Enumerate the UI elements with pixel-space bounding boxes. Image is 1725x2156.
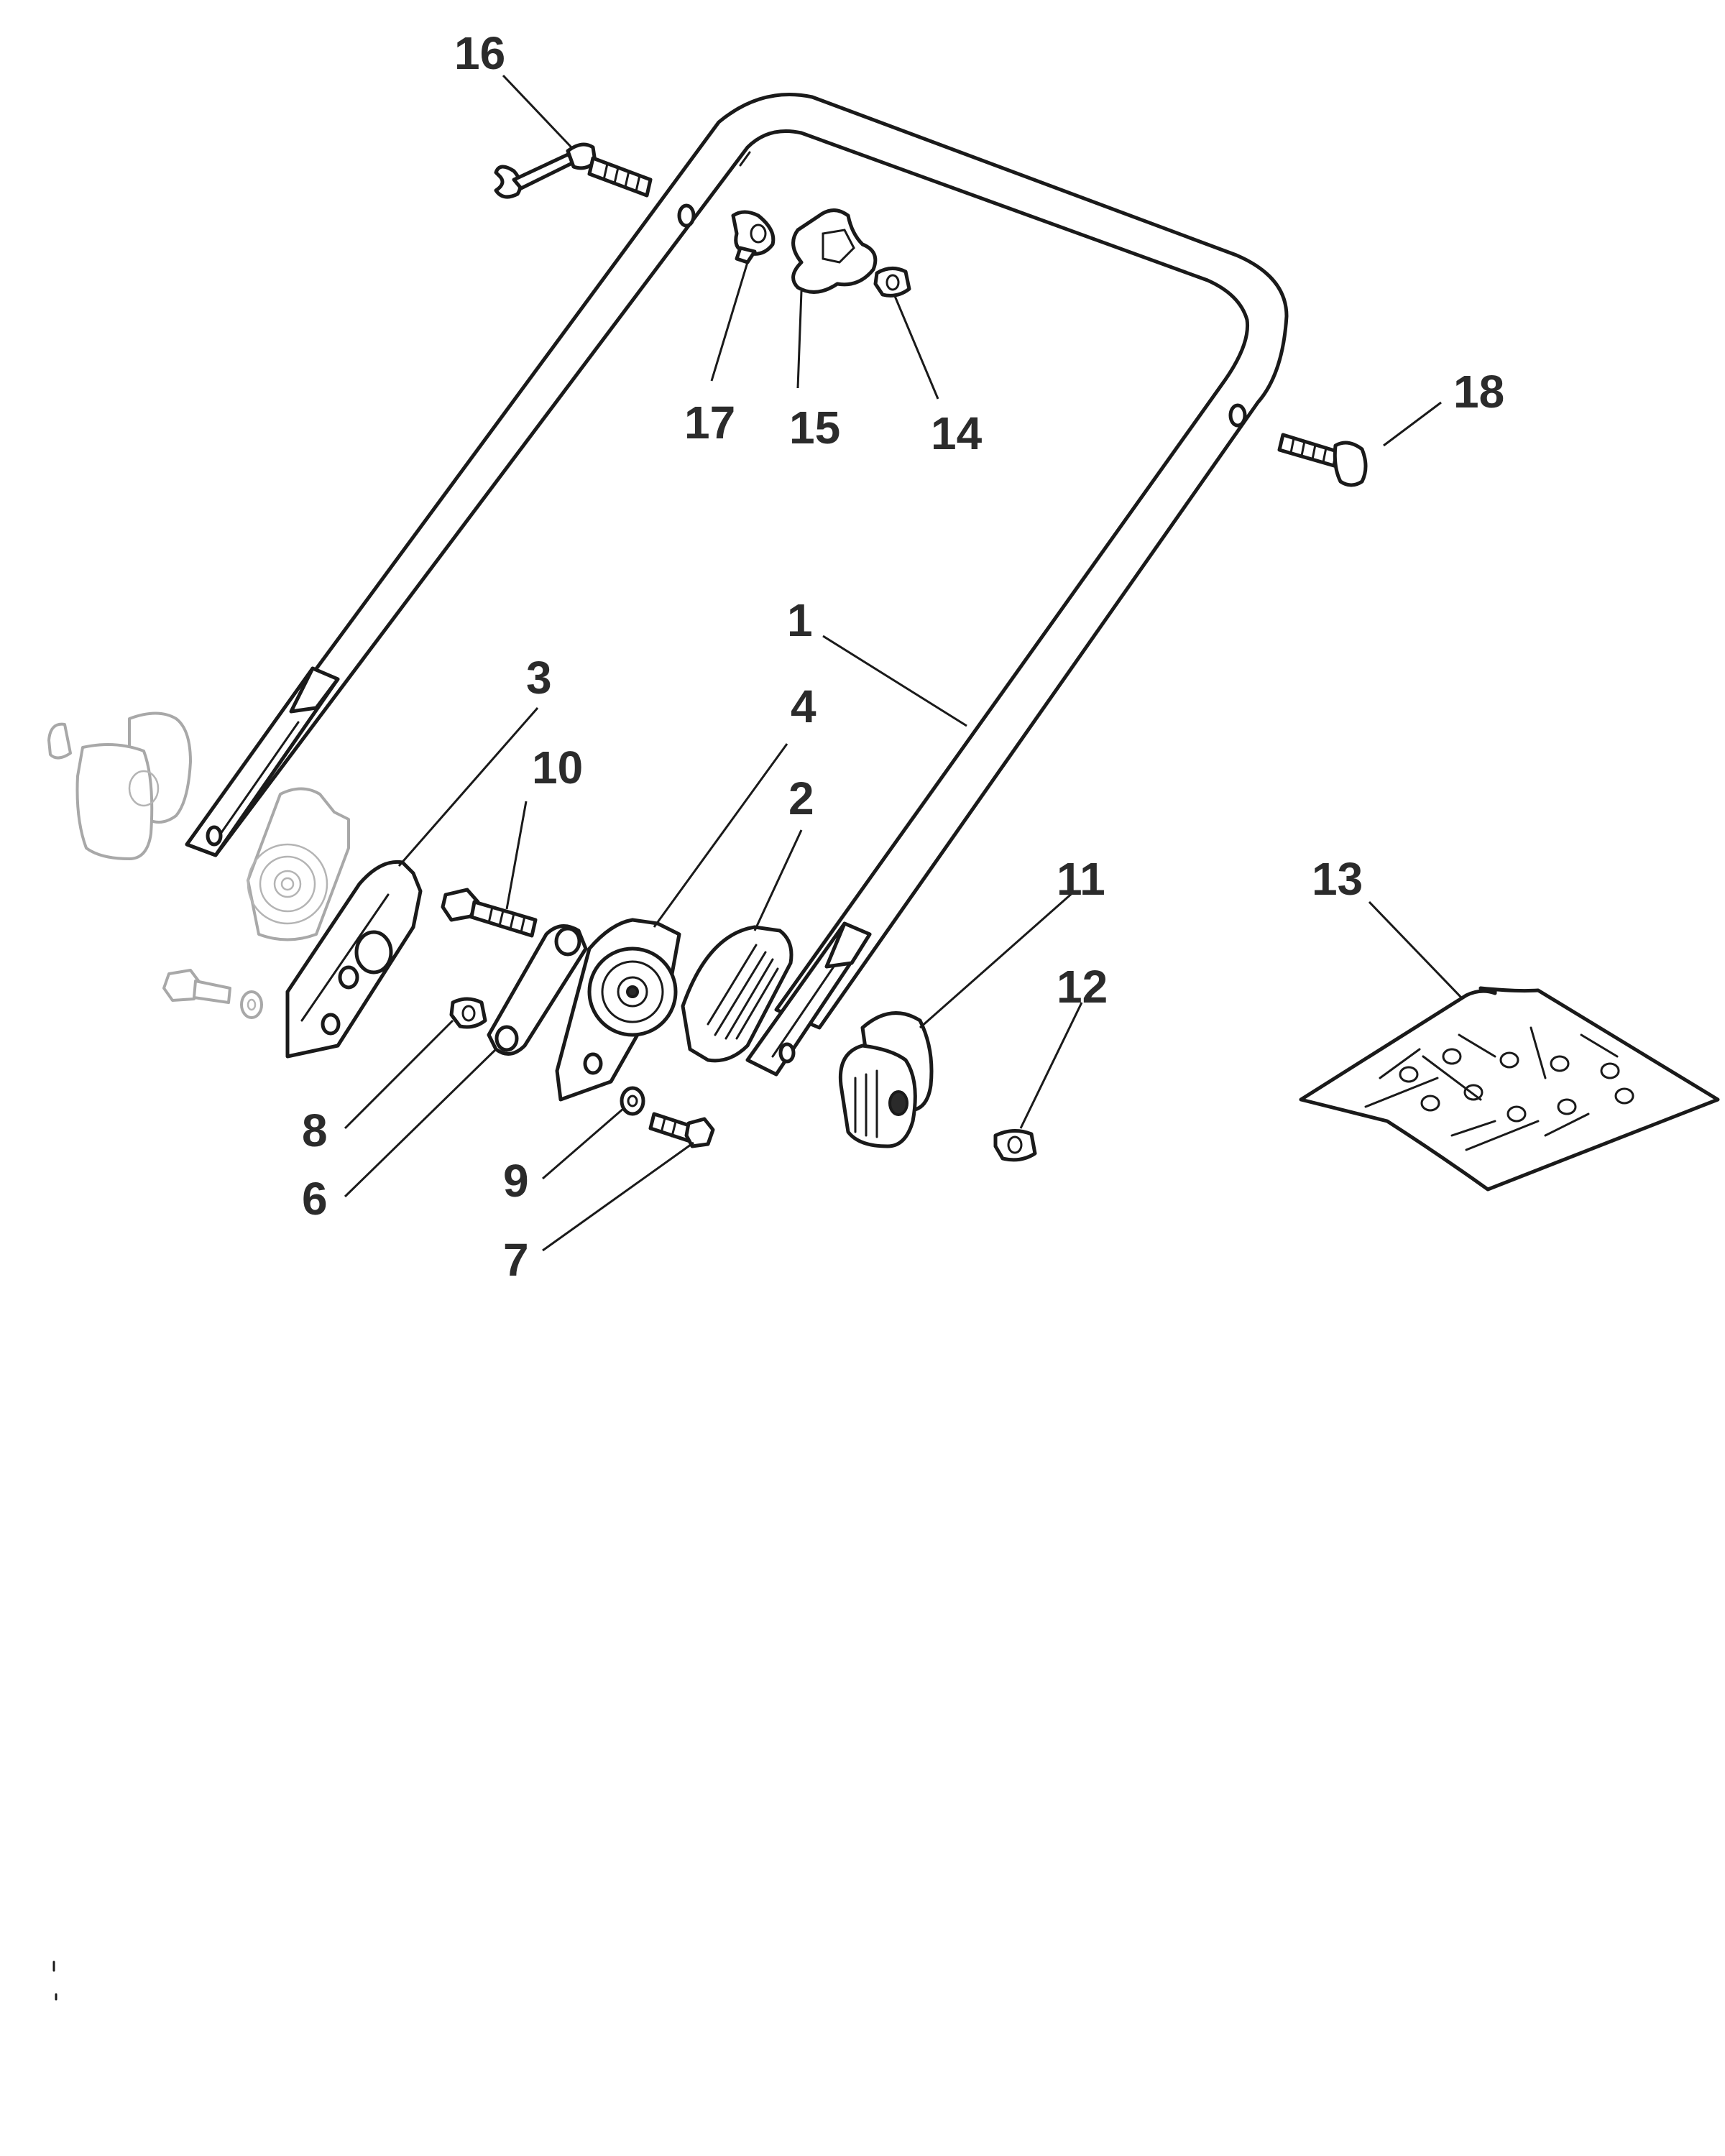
leader-9 [542,1107,625,1180]
callout-16: 16 [454,27,505,79]
part-12-nut [993,1129,1037,1162]
handle-tube [185,93,1289,1030]
leader-6 [344,1048,497,1198]
callout-8: 8 [302,1105,328,1156]
callout-1: 1 [787,594,813,646]
part-9-washer [620,1086,645,1116]
leader-4 [653,743,788,928]
leader-17 [710,262,749,382]
leader-13 [1368,900,1464,1000]
callout-2: 2 [788,773,814,824]
leader-lines [344,74,1464,1252]
part-11-knob [838,1011,934,1148]
callout-12: 12 [1057,961,1108,1013]
part-16-pin-bolt [494,142,653,199]
leader-3 [397,707,539,867]
leader-15 [796,290,803,389]
part-6-link-arm [487,924,588,1056]
part-15-star-knob [791,208,878,294]
leader-1 [822,635,967,727]
margin-marks [52,1961,58,2001]
callout-labels: 16 17 15 14 18 1 3 10 4 2 11 12 13 8 6 9… [302,27,1504,1286]
part-7-bolt [648,1112,715,1148]
part-3-ratchet-plate [285,860,423,1059]
callout-18: 18 [1453,366,1504,418]
part-2-grip-pad [681,925,794,1063]
callout-15: 15 [789,402,840,453]
handle-right-end [745,921,872,1077]
part-10-bolt [441,888,538,938]
leader-2 [753,829,803,931]
part-13-hardware-bag [1299,986,1720,1192]
callout-17: 17 [684,397,735,448]
callout-14: 14 [931,407,983,459]
leader-18 [1383,401,1442,447]
part-8-nut [449,997,487,1029]
leader-11 [919,890,1075,1029]
callout-9: 9 [503,1155,529,1207]
leader-16 [502,74,573,149]
leader-14 [893,295,939,400]
callout-13: 13 [1312,853,1363,905]
ghost-knob-assembly [47,711,192,860]
callout-11: 11 [1057,853,1105,905]
callout-3: 3 [526,652,552,704]
leader-10 [505,801,528,910]
ghost-ratchet-bracket [247,787,350,941]
callout-7: 7 [503,1234,529,1286]
callout-6: 6 [302,1173,328,1225]
leader-7 [542,1141,694,1252]
leader-8 [344,1019,454,1130]
leader-12 [1019,1002,1083,1129]
part-18-carriage-bolt [1277,433,1368,487]
callout-10: 10 [532,742,583,793]
handle-left-end [185,666,340,857]
ghost-bolt-and-washer [162,969,263,1019]
part-4-toothed-plate [555,918,681,1102]
part-17-small-knob [731,210,776,264]
part-14-nut [873,267,911,298]
callout-4: 4 [791,681,816,732]
